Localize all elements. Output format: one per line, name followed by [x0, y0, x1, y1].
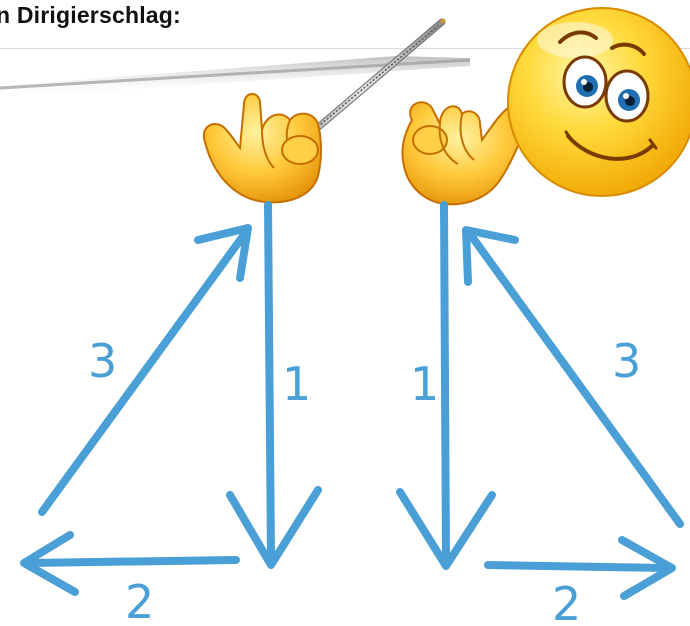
left-down-stroke: [264, 201, 275, 564]
left-label-2: 2: [125, 575, 154, 626]
left-label-1: 1: [282, 357, 311, 411]
left-side-stroke: [24, 556, 240, 567]
right-label-2: 2: [552, 577, 581, 626]
left-up-stroke: [38, 228, 250, 516]
left-side-arrowhead: [20, 531, 79, 596]
left-up-arrowhead: [194, 224, 252, 282]
right-label-3: 3: [612, 334, 641, 388]
left-down-arrowhead: [226, 486, 322, 569]
left-label-3: 3: [88, 334, 117, 388]
smiley-face-icon: [507, 7, 690, 197]
right-beat-pattern: [396, 201, 684, 600]
left-hand-icon: [202, 93, 322, 204]
page-title: n Dirigierschlag:: [0, 2, 181, 28]
left-beat-pattern: [20, 201, 322, 596]
right-down-stroke: [440, 201, 450, 564]
right-side-arrowhead: [618, 536, 676, 600]
header-divider: [0, 48, 690, 49]
right-down-arrowhead: [396, 488, 496, 570]
right-up-stroke: [466, 230, 684, 528]
right-hand-icon: [401, 101, 531, 206]
right-label-1: 1: [410, 357, 439, 411]
right-up-arrowhead: [462, 226, 519, 286]
right-side-stroke: [484, 561, 672, 572]
